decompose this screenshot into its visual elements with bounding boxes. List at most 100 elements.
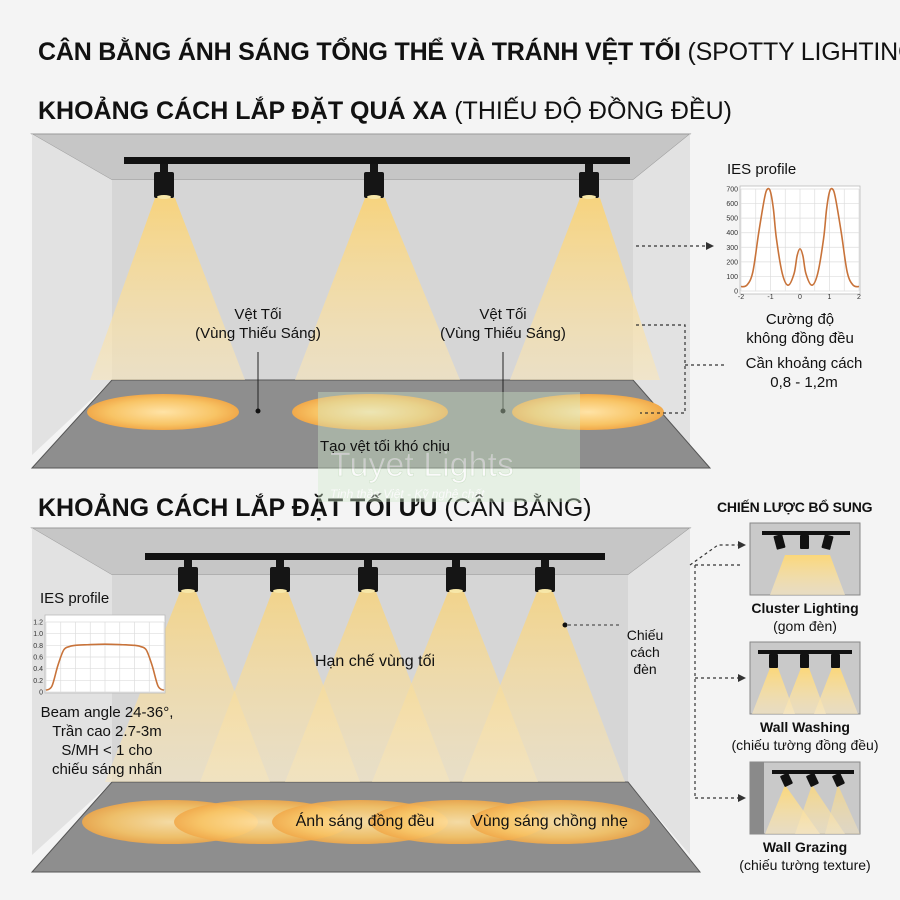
spotlight-far-2 — [364, 164, 384, 199]
y-tick-label-6: 1.2 — [33, 620, 43, 627]
beam-far-2 — [295, 198, 460, 380]
ies-note-far-1: Cường độ — [765, 311, 835, 328]
strategy-connector — [694, 564, 740, 799]
arrow-head-washing — [738, 674, 746, 682]
strategy-cluster-name: Cluster Lighting — [751, 600, 859, 616]
side-wash-note-1: Chiếu — [626, 627, 664, 643]
strategy-grazing-desc: (chiếu tường texture) — [739, 857, 871, 873]
beam-note-2: Trần cao 2.7-3m — [52, 723, 162, 740]
spotlight-opt-2 — [270, 560, 290, 593]
y-tick-label-0: 0 — [734, 289, 738, 296]
y-tick-label-4: 400 — [726, 230, 738, 237]
floor-note-far: Tạo vệt tối khó chịu — [319, 438, 451, 455]
page-title-bold: CÂN BẰNG ÁNH SÁNG TỔNG THỂ VÀ TRÁNH VỆT … — [38, 38, 681, 66]
strategy-heading: CHIẾN LƯỢC BỔ SUNG — [717, 499, 873, 515]
overlap-label: Vùng sáng chồng nhẹ — [472, 813, 628, 830]
section-optimal-title: KHOẢNG CÁCH LẮP ĐẶT TỐI ƯU (CÂN BẰNG) — [38, 494, 592, 523]
beam-note-3: S/MH < 1 cho — [61, 742, 153, 759]
watermark-brand: Tuyet Lights — [330, 446, 514, 484]
dark-spot-label-1: Vệt Tối (Vùng Thiếu Sáng) — [178, 305, 338, 343]
ies-chart-far-curve — [740, 187, 860, 288]
y-tick-label-7: 700 — [726, 187, 738, 194]
light-pool-far-1 — [87, 394, 239, 430]
section-optimal-title-light: (CÂN BẰNG) — [444, 494, 592, 522]
side-wash-note-2: cách — [630, 644, 660, 660]
spacing-note-1: Cần khoảng cách — [745, 355, 863, 372]
ies-chart-far-xticks: -2 -1 0 1 2 — [738, 294, 861, 301]
y-tick-label-6: 600 — [726, 201, 738, 208]
y-tick-label-1: 100 — [726, 274, 738, 281]
light-pool-opt-5 — [470, 800, 650, 844]
spotlight-opt-1 — [178, 560, 198, 593]
dark-spot-title-2: Vệt Tối — [479, 306, 527, 323]
spotlight-far-1 — [154, 164, 174, 199]
spotlight-far-3 — [579, 164, 599, 199]
strategy-cluster-desc: (gom đèn) — [773, 618, 837, 634]
ies-arrow-far-head — [706, 242, 714, 250]
limit-dark-label: Hạn chế vùng tối — [314, 653, 436, 670]
x-tick-label-0: -2 — [738, 294, 744, 301]
dark-spot-dot-2 — [500, 408, 506, 414]
spotlight-opt-5 — [535, 560, 555, 593]
side-wash-dot — [562, 622, 568, 628]
beam-far-3 — [510, 198, 660, 380]
beam-note-1: Beam angle 24-36°, — [40, 704, 174, 721]
dark-spot-sub-1: (Vùng Thiếu Sáng) — [195, 325, 321, 342]
x-tick-label-1: -1 — [767, 294, 773, 301]
dark-spot-dot-1 — [255, 408, 261, 414]
light-pool-far-3 — [512, 394, 664, 430]
y-tick-label-1: 0.2 — [33, 678, 43, 685]
y-tick-label-3: 300 — [726, 245, 738, 252]
section-far-title: KHOẢNG CÁCH LẮP ĐẶT QUÁ XA (THIẾU ĐỘ ĐỒN… — [38, 97, 732, 126]
section-optimal-title-bold: KHOẢNG CÁCH LẮP ĐẶT TỐI ƯU — [38, 494, 438, 522]
strategy-washing-name: Wall Washing — [760, 719, 850, 735]
side-wash-note-3: đèn — [633, 661, 657, 677]
x-tick-label-2: 0 — [798, 294, 802, 301]
ies-title-optimal: IES profile — [40, 590, 110, 607]
ies-note-far: Cường độ không đồng đều — [720, 310, 880, 348]
y-tick-label-5: 500 — [726, 216, 738, 223]
y-tick-label-4: 0.8 — [33, 643, 43, 650]
track-rail-far — [124, 157, 630, 164]
x-tick-label-4: 2 — [857, 294, 861, 301]
x-tick-label-3: 1 — [828, 294, 832, 301]
scene-far — [30, 133, 726, 469]
dark-spot-sub-2: (Vùng Thiếu Sáng) — [440, 325, 566, 342]
right-wall-optimal — [628, 528, 690, 855]
ies-chart-optimal: 0 0.2 0.4 0.6 0.8 1.0 1.2 — [33, 614, 166, 697]
scene-optimal — [30, 527, 746, 873]
ies-note-far-2: không đồng đều — [746, 330, 854, 347]
watermark-panel — [318, 392, 580, 502]
dark-spot-title-1: Vệt Tối — [234, 306, 282, 323]
track-rail-optimal — [145, 553, 605, 560]
strategy-cluster-thumb — [749, 522, 861, 596]
beam-note-4: chiếu sáng nhấn — [51, 761, 163, 778]
beam-note: Beam angle 24-36°, Trần cao 2.7-3m S/MH … — [22, 703, 192, 779]
y-tick-label-0: 0 — [39, 690, 43, 697]
dark-spot-label-2: Vệt Tối (Vùng Thiếu Sáng) — [423, 305, 583, 343]
arrow-head-grazing — [738, 794, 746, 802]
strategy-washing-desc: (chiếu tường đồng đều) — [731, 737, 879, 753]
section-far-title-light: (THIẾU ĐỘ ĐỒNG ĐỀU) — [454, 97, 732, 125]
y-tick-label-2: 0.4 — [33, 666, 43, 673]
y-tick-label-5: 1.0 — [33, 631, 43, 638]
spacing-note-2: 0,8 - 1,2m — [770, 374, 838, 391]
light-pool-far-2 — [292, 394, 448, 430]
spacing-bracket-far — [636, 324, 726, 414]
beam-opt-5 — [462, 592, 625, 782]
watermark-tagline: Tinh thần Việt - Kỹ nghệ chất — [330, 487, 485, 501]
strategy-grazing: Wall Grazing (chiếu tường texture) — [722, 838, 888, 874]
beam-far-1 — [90, 198, 245, 380]
spotlight-opt-4 — [446, 560, 466, 593]
side-wash-note: Chiếu cách đèn — [620, 627, 670, 678]
y-tick-label-3: 0.6 — [33, 655, 43, 662]
watermark: Tuyet Lights Tinh thần Việt - Kỹ nghệ ch… — [318, 392, 580, 502]
even-light-label: Ánh sáng đồng đều — [295, 813, 435, 830]
ies-chart-optimal-curve — [45, 643, 165, 691]
strategy-washing: Wall Washing (chiếu tường đồng đều) — [718, 718, 892, 754]
page-title-light: (SPOTTY LIGHTING) — [687, 38, 900, 66]
ies-chart-optimal-yticks: 0 0.2 0.4 0.6 0.8 1.0 1.2 — [33, 620, 43, 697]
ies-title-far: IES profile — [727, 161, 797, 178]
